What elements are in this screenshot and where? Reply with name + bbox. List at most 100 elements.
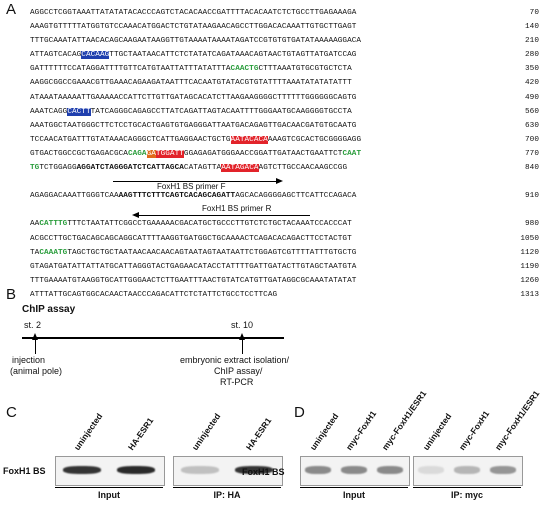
highlighted-motif: AAGTTTCTTTCAGTCACAGCAGATT (118, 192, 236, 201)
timeline-line (22, 337, 284, 339)
panel-label-d: D (294, 404, 305, 421)
injection-sub-label: (animal pole) (10, 366, 63, 376)
sequence-line: ATAAATAAAAATTGAAAAACCATTCTTGTTGATAGCACAT… (30, 91, 539, 105)
sequence-position-number: 1050 (520, 234, 539, 243)
sequence-text: TATCAGGGCAGAGCCTTATCAGATTAGTACAATTTTGGGA… (90, 107, 352, 116)
primer-f-arrow-line (113, 181, 278, 182)
highlighted-motif: AATAGACA (221, 164, 259, 173)
sequence-position-number: 280 (525, 51, 539, 60)
sequence-line: AGGCCTCGGTAAATTATATATACACCCAGTCTACACAACC… (30, 6, 539, 20)
lane-label: uninjected (71, 411, 105, 452)
lane-label: uninjected (189, 411, 223, 452)
gel-band (305, 466, 331, 474)
highlighted-motif: TGGATT (155, 149, 184, 158)
sequence-text: ATTAGTCACAG (30, 51, 82, 60)
sequence-text: GTGACTGGCCGCTGAGACGCA (30, 149, 128, 158)
gel-c-row-label: FoxH1 BS (3, 466, 46, 476)
procedure-line-3: RT-PCR (220, 377, 254, 387)
sequence-text: AAAGTCGCACTGCGGGGAGG (267, 135, 362, 144)
sequence-line: TTTGAAAATGTAAGGTGCATTGGGAACTCTTGAATTTAAC… (30, 274, 539, 288)
panel-label-b: B (6, 286, 17, 303)
highlighted-motif: CACAAG (81, 51, 110, 60)
injection-arrow-line (35, 337, 36, 354)
sequence-line: GATTTTTTCCATAGGATTTTGTTCATGTAATTATTTATAT… (30, 62, 539, 76)
sequence-position-number: 490 (525, 93, 539, 102)
sequence-line: AGAGGACAAATTGGGTCAAAAGTTTCTTTCAGTCACAGCA… (30, 189, 539, 203)
sequence-position-number: 630 (525, 121, 539, 130)
primer-r-label: FoxH1 BS primer R (202, 204, 272, 213)
sequence-text: AAATCAGG (30, 107, 68, 116)
sequence-text: TAGCTGCTGCTAATAACAACAACAGTAATAGTAATAATTC… (67, 248, 357, 257)
sequence-position-number: 1120 (520, 248, 539, 257)
sequence-position-number: 980 (525, 220, 539, 229)
panel-label-a: A (6, 1, 17, 18)
sequence-line: AAAGTGTTTTTATGGTGTCCAAACATGGACTCTGTATAAG… (30, 20, 539, 34)
sequence-text: AGTCTTGCCAACAAGCCGG (258, 164, 348, 173)
sequence-position-number: 770 (525, 149, 539, 158)
highlighted-motif: CATTTG (39, 220, 68, 229)
sequence-position-number: 140 (525, 23, 539, 32)
gel-band (418, 466, 444, 474)
highlighted-motif: AGGATCTAGGGATCTCATTAGCA (76, 164, 184, 173)
sequence-text: TA (30, 248, 40, 257)
sequence-text: AGAGGACAAATTGGGTCAA (30, 192, 119, 201)
sequence-line: GTGACTGGCCGCTGAGACGCACAGAGATGGATTGGAGAGA… (30, 147, 539, 161)
highlighted-motif: CACTT (67, 107, 91, 116)
sequence-line: AAGGCGGCCGAAACGTTGAAACAGAAGATAATTTCACAAT… (30, 76, 539, 90)
sequence-text: AGGCCTCGGTAAATTATATATACACCCAGTCTACACAACC… (30, 9, 357, 17)
sequence-line: AACATTTGTTTCTAATATTCGGCCTGAAAAACGACATGCT… (30, 217, 539, 231)
gel-band (377, 466, 403, 474)
highlighted-motif: CAAT (342, 149, 362, 158)
lane-label: uninjected (307, 411, 341, 452)
sequence-text: GATTTTTTCCATAGGATTTTGTTCATGTAATTATTTATAT… (30, 65, 231, 74)
sequence-line: TTTGCAAATATTAACACAGCAAGAATAAGGTTGTAAAATA… (30, 34, 539, 48)
group-label: IP: HA (213, 490, 241, 500)
sequence-position-number: 560 (525, 107, 539, 116)
highlighted-motif: GA (146, 149, 156, 158)
gel-band (490, 466, 516, 474)
sequence-text: CATAGTTA (183, 164, 222, 173)
sequence-position-number: 210 (525, 37, 539, 46)
injection-label: injection (12, 355, 46, 365)
sequence-line: ACGCCTTGCTGACAGCAGCAGGCATTTTAAGGTGATGGCT… (30, 232, 539, 246)
group-bar (413, 487, 521, 488)
sequence-position-number: 700 (525, 135, 539, 144)
sequence-text: AAATGGCTAATGGGCTTCTCCTGCACTGAGTGTGAGGGAT… (30, 121, 357, 130)
sequence-block: AGGCCTCGGTAAATTATATATACACCCAGTCTACACAACC… (30, 6, 539, 302)
sequence-position-number: 1260 (520, 276, 539, 285)
lane-label: myc-FoxH1/ESR1 (492, 388, 542, 452)
highlighted-motif: AATACACA (230, 135, 268, 144)
gel-d-row-label: FoxH1 BS (242, 467, 285, 477)
chip-assay-title: ChIP assay (22, 304, 76, 315)
group-bar (300, 487, 408, 488)
sequence-position-number: 70 (529, 9, 539, 17)
sequence-text: TTTCTAATATTCGGCCTGAAAAACGACATGCTGCCCTTGT… (67, 220, 352, 229)
sequence-line: ATTTATTGCAGTGGCACAACTAACCCAGACATTCTCTATT… (30, 288, 539, 302)
extract-arrow-line (242, 337, 243, 354)
sequence-position-number: 910 (525, 192, 539, 201)
sequence-text: TTTGCAAATATTAACACAGCAAGAATAAGGTTGTAAAATA… (30, 37, 362, 46)
lane-label: myc-FoxH1/ESR1 (379, 388, 429, 452)
sequence-text: GTAGATGATATTATTATGCATTAGGGTACTGAGAACATAC… (30, 262, 357, 271)
group-label: Input (98, 490, 120, 500)
gel-band (62, 466, 102, 474)
sequence-text: TTTGAAAATGTAAGGTGCATTGGGAACTCTTGAATTTAAC… (30, 276, 357, 285)
group-label: IP: myc (450, 490, 483, 500)
stage-2-label: st. 2 (24, 320, 42, 330)
primer-r-arrow-line (138, 215, 310, 216)
sequence-line: AAATGGCTAATGGGCTTCTCCTGCACTGAGTGTGAGGGAT… (30, 119, 539, 133)
sequence-line: TACAAATGTAGCTGCTGCTAATAACAACAACAGTAATAGT… (30, 246, 539, 260)
sequence-text: CTTTAAATGTGCGTGCTCTA (258, 65, 352, 74)
gel-band (454, 466, 480, 474)
primer-f-label: FoxH1 BS primer F (157, 182, 226, 191)
sequence-position-number: 350 (525, 65, 539, 74)
lane-label: myc-FoxH1 (343, 408, 379, 452)
sequence-line: GTAGATGATATTATTATGCATTAGGGTACTGAGAACATAC… (30, 260, 539, 274)
sequence-text: AAAGTGTTTTTATGGTGTCCAAACATGGACTCTGTATAAG… (30, 23, 357, 32)
lane-label: uninjected (420, 411, 454, 452)
sequence-text: AAGGCGGCCGAAACGTTGAAACAGAAGATAATTTCACAAT… (30, 79, 352, 88)
sequence-line: TGTCTGGAGGAGGATCTAGGGATCTCATTAGCACATAGTT… (30, 161, 539, 175)
gel-band (234, 466, 274, 474)
sequence-line: ATTAGTCACAGCACAAGTTGCTAATAACATTCTCTATATC… (30, 48, 539, 62)
lane-label: myc-FoxH1 (456, 408, 492, 452)
